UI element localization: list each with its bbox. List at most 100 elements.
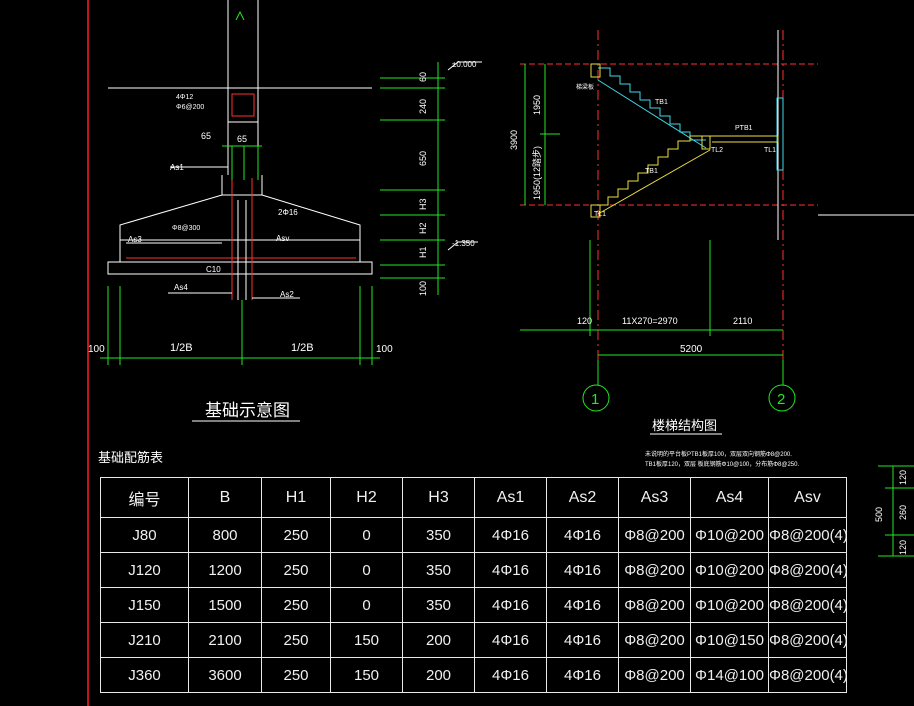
label-h-upper: 1950	[532, 95, 542, 115]
label-c10: C10	[206, 265, 221, 274]
cell-id: J210	[100, 622, 189, 658]
beam-top	[590, 63, 601, 78]
label-elev-h2: H2	[418, 222, 428, 234]
cell-id: J150	[100, 587, 189, 623]
cell-h2: 150	[330, 657, 403, 693]
cell-id: J120	[100, 552, 189, 588]
label-h-total: 3900	[509, 130, 519, 150]
header-id: 编号	[100, 477, 189, 518]
table-row: J150 1500 250 0 350 4Φ16 4Φ16 Φ8@200 Φ10…	[100, 587, 848, 623]
label-elev-bottom: -1.350	[452, 239, 475, 248]
cell-as1: 4Φ16	[474, 517, 547, 553]
label-elev-100: 100	[418, 281, 428, 296]
beam-tl1-right	[776, 97, 784, 171]
axis-bubble-2	[768, 384, 796, 412]
foundation-section	[107, 0, 373, 300]
cell-h1: 250	[261, 622, 331, 658]
cell-h2: 150	[330, 622, 403, 658]
label-side-120b: 120	[898, 540, 908, 555]
cell-as3: Φ8@200	[618, 657, 691, 693]
cell-h1: 250	[261, 587, 331, 623]
header-as3: As3	[618, 477, 691, 518]
table-header-row: 编号 B H1 H2 H3 As1 As2 As3 As4 Asv	[100, 477, 847, 518]
label-stirrup-300: Φ8@300	[172, 225, 200, 232]
header-as4: As4	[690, 477, 769, 518]
cell-asv: Φ8@200(4)	[768, 587, 848, 623]
cell-as3: Φ8@200	[618, 517, 691, 553]
cell-h2: 0	[330, 587, 403, 623]
header-as2: As2	[546, 477, 619, 518]
cell-h1: 250	[261, 657, 331, 693]
cell-asv: Φ8@200(4)	[768, 517, 848, 553]
label-asv: Asv	[276, 234, 289, 243]
header-asv: Asv	[768, 477, 847, 518]
cell-asv: Φ8@200(4)	[768, 657, 848, 693]
cell-h2: 0	[330, 517, 403, 553]
pedestal	[221, 175, 263, 196]
label-w-offset: 120	[577, 316, 592, 326]
label-tl1-bottom: TL1	[594, 211, 606, 218]
header-b: B	[188, 477, 262, 518]
axis-label-2: 2	[777, 391, 785, 408]
label-as4: As4	[174, 283, 188, 292]
label-elev-650: 650	[418, 151, 428, 166]
table-row: J120 1200 250 0 350 4Φ16 4Φ16 Φ8@200 Φ10…	[100, 552, 848, 588]
cell-as3: Φ8@200	[618, 552, 691, 588]
label-tb1-bottom: TB1	[645, 168, 658, 175]
cell-b: 3600	[188, 657, 262, 693]
label-2phi16: 2Φ16	[278, 208, 298, 217]
header-h1: H1	[261, 477, 331, 518]
cell-as2: 4Φ16	[546, 622, 619, 658]
landing-slab	[706, 135, 779, 143]
grade-beam	[227, 87, 259, 123]
label-elev-240: 240	[418, 99, 428, 114]
label-tl1-right: TL1	[764, 147, 776, 154]
cell-as1: 4Φ16	[474, 552, 547, 588]
label-100-left: 100	[88, 344, 105, 355]
label-elev-h1: H1	[418, 246, 428, 258]
foundation-text: 4Φ12 Φ6@200 65 65 As1 2Φ16 Φ8@300 As3 As…	[88, 60, 477, 422]
label-tb1-top: TB1	[655, 99, 668, 106]
label-rebar-top: 4Φ12	[176, 94, 193, 101]
cell-id: J360	[100, 657, 189, 693]
cell-as1: 4Φ16	[474, 657, 547, 693]
table-row: J210 2100 250 150 200 4Φ16 4Φ16 Φ8@200 Φ…	[100, 622, 848, 658]
beam-tl1-bottom	[590, 204, 601, 218]
cell-b: 800	[188, 517, 262, 553]
base-slab	[107, 261, 373, 275]
upper-flight-soffit	[597, 79, 707, 149]
label-as1: As1	[170, 163, 184, 172]
label-elev-h3: H3	[418, 198, 428, 210]
cell-b: 2100	[188, 622, 262, 658]
label-stirrup: Φ6@200	[176, 104, 204, 111]
label-side-500: 500	[874, 507, 884, 522]
header-h3: H3	[402, 477, 475, 518]
lower-flight-soffit	[597, 149, 711, 215]
cell-as4: Φ10@200	[690, 587, 769, 623]
lower-flight-steps	[598, 135, 706, 206]
rebar-table: 编号 B H1 H2 H3 As1 As2 As3 As4 Asv J80 80…	[100, 477, 848, 693]
cell-as2: 4Φ16	[546, 657, 619, 693]
stair-title: 楼梯结构图	[652, 418, 717, 433]
header-h2: H2	[330, 477, 403, 518]
cell-h3: 200	[402, 657, 475, 693]
foundation-dimensions	[100, 61, 482, 365]
stair-note-2: TB1板厚120，双层 板底钢筋Φ10@100，分布筋Φ8@250.	[645, 460, 799, 468]
elev-mark-bottom	[447, 241, 478, 251]
cell-as3: Φ8@200	[618, 622, 691, 658]
cell-as2: 4Φ16	[546, 552, 619, 588]
beam-rebar-cage	[231, 93, 255, 117]
foundation-title: 基础示意图	[205, 401, 290, 420]
side-dimension: 120 260 120 500	[874, 465, 914, 557]
cell-h3: 350	[402, 587, 475, 623]
axis-label-1: 1	[591, 391, 599, 408]
cell-h1: 250	[261, 552, 331, 588]
header-as1: As1	[474, 477, 547, 518]
cell-as1: 4Φ16	[474, 587, 547, 623]
cell-id: J80	[100, 517, 189, 553]
cell-h3: 200	[402, 622, 475, 658]
label-100-right: 100	[376, 344, 393, 355]
cell-as1: 4Φ16	[474, 622, 547, 658]
label-half-b-left: 1/2B	[170, 342, 193, 354]
cell-h1: 250	[261, 517, 331, 553]
